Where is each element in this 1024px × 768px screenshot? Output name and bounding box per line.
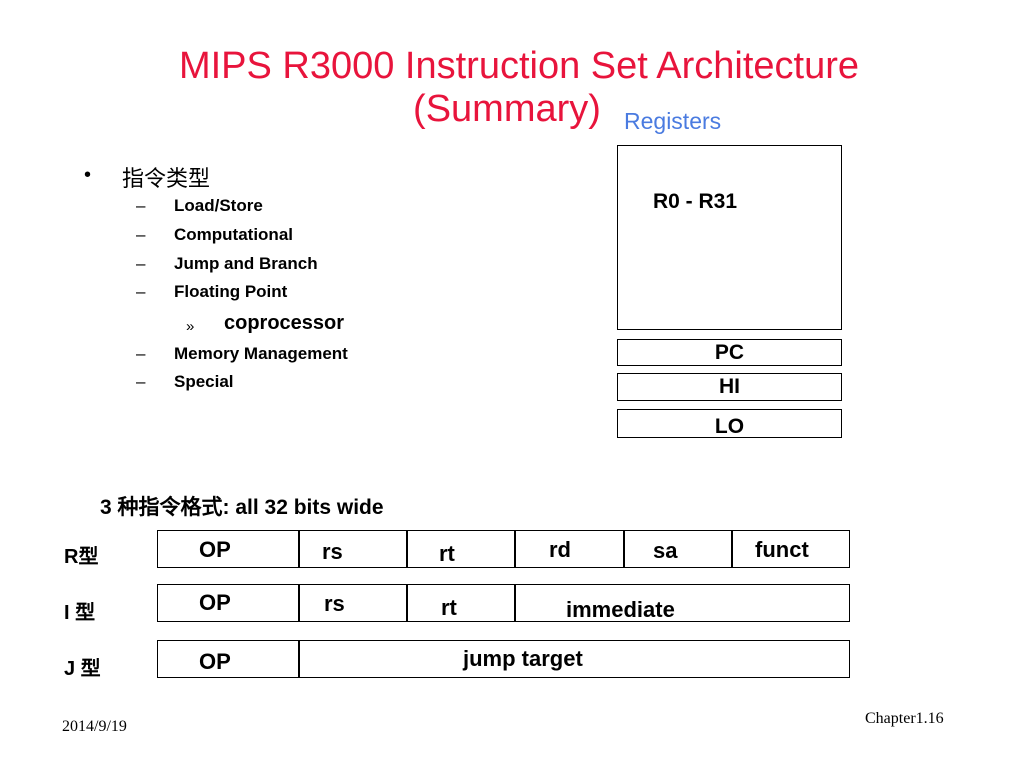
j-divider (298, 641, 300, 677)
item-load-store: Load/Store (174, 196, 263, 215)
dash-marker: – (136, 254, 146, 273)
j-field-jump-target: jump target (463, 646, 583, 671)
lo-register-box: LO (617, 409, 842, 438)
pc-register-text: PC (714, 341, 745, 364)
i-field-rs: rs (324, 591, 345, 616)
dash-marker: – (136, 372, 146, 391)
i-divider (406, 585, 408, 621)
hi-register-box: HI (617, 373, 842, 401)
r-format-box: OP rs rt rd sa funct (157, 530, 850, 568)
i-divider (514, 585, 516, 621)
bullet-heading: 指令类型 (122, 166, 211, 191)
i-field-op: OP (199, 590, 231, 615)
r-field-sa: sa (653, 538, 678, 563)
i-field-immediate: immediate (566, 597, 675, 622)
item-memory-management: Memory Management (174, 344, 348, 363)
general-registers-text: R0 - R31 (653, 190, 738, 213)
item-special: Special (174, 372, 234, 391)
r-divider (406, 531, 408, 567)
slide-date: 2014/9/19 (62, 718, 127, 735)
r-field-op: OP (199, 537, 231, 562)
slide-title-line1: MIPS R3000 Instruction Set Architecture (178, 45, 860, 87)
i-format-box: OP rs rt immediate (157, 584, 850, 622)
subsub-marker: » (186, 318, 195, 335)
j-format-label: J 型 (64, 658, 101, 680)
r-field-rd: rd (549, 537, 571, 562)
pc-register-box: PC (617, 339, 842, 366)
item-floating-point: Floating Point (174, 282, 288, 301)
dash-marker: – (136, 196, 146, 215)
dash-marker: – (136, 225, 146, 244)
dash-marker: – (136, 282, 146, 301)
lo-register-text: LO (714, 415, 745, 438)
i-divider (298, 585, 300, 621)
i-format-label: I 型 (64, 602, 96, 624)
formats-heading: 3 种指令格式: all 32 bits wide (100, 496, 384, 519)
registers-label: Registers (624, 108, 722, 134)
j-format-box: OP jump target (157, 640, 850, 678)
slide-title-line2-text: (Summary) (413, 88, 601, 130)
general-registers-box: R0 - R31 (617, 145, 842, 330)
r-divider (623, 531, 625, 567)
r-field-funct: funct (755, 537, 809, 562)
r-divider (298, 531, 300, 567)
item-coprocessor: coprocessor (224, 312, 345, 334)
r-field-rt: rt (439, 541, 455, 566)
i-field-rt: rt (441, 595, 457, 620)
j-field-op: OP (199, 649, 231, 674)
bullet-marker: • (84, 164, 92, 186)
slide-title-line2: (Summary) (0, 88, 1024, 130)
item-computational: Computational (174, 225, 293, 244)
r-divider (731, 531, 733, 567)
hi-register-text: HI (719, 375, 740, 398)
item-jump-branch: Jump and Branch (174, 254, 318, 273)
r-divider (514, 531, 516, 567)
r-format-label: R型 (64, 546, 99, 568)
r-field-rs: rs (322, 539, 343, 564)
dash-marker: – (136, 344, 146, 363)
slide-page-number: Chapter1.16 (865, 710, 944, 727)
